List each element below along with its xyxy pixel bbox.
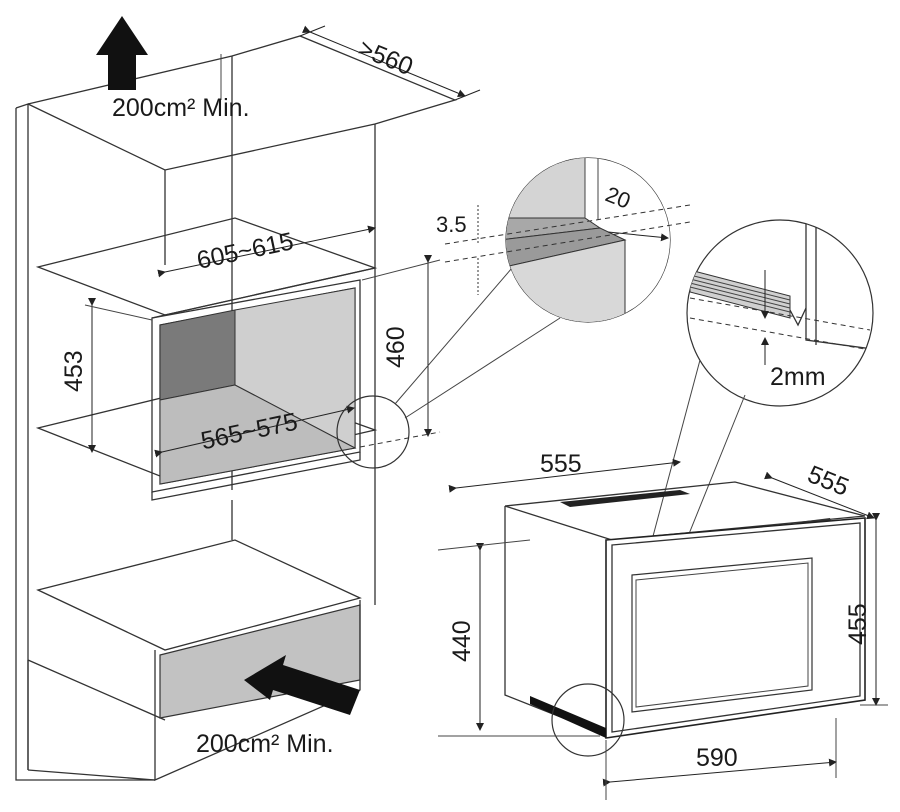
airflow-in-arrow — [244, 655, 360, 715]
callout-leader — [394, 267, 513, 405]
appliance-unit — [504, 481, 866, 757]
airflow-up-arrow — [96, 16, 148, 90]
detail-gap-circle — [444, 157, 691, 323]
unit-top-width-label: 555 — [540, 450, 582, 478]
niche-height-left-label: 453 — [60, 350, 88, 392]
depth-min-label: >560 — [354, 34, 417, 81]
gap-35-label: 3.5 — [436, 212, 467, 237]
unit-height-left-label: 440 — [448, 620, 476, 662]
niche-width-label: 605~615 — [194, 227, 296, 275]
detail-clearance-circle — [611, 219, 874, 701]
vent-top-label: 200cm² Min. — [112, 94, 250, 122]
dimension-lines-left — [84, 25, 481, 458]
unit-depth-label: 555 — [804, 460, 853, 502]
cabinet-niche — [15, 35, 457, 781]
vent-bottom-label: 200cm² Min. — [196, 730, 334, 758]
unit-height-right-label: 455 — [844, 603, 872, 645]
dimension-lines-right — [437, 458, 888, 800]
niche-height-right-label: 460 — [382, 326, 410, 368]
clearance-label: 2mm — [770, 363, 826, 391]
detail-callout-circle — [336, 395, 410, 469]
unit-front-width-label: 590 — [696, 744, 738, 772]
